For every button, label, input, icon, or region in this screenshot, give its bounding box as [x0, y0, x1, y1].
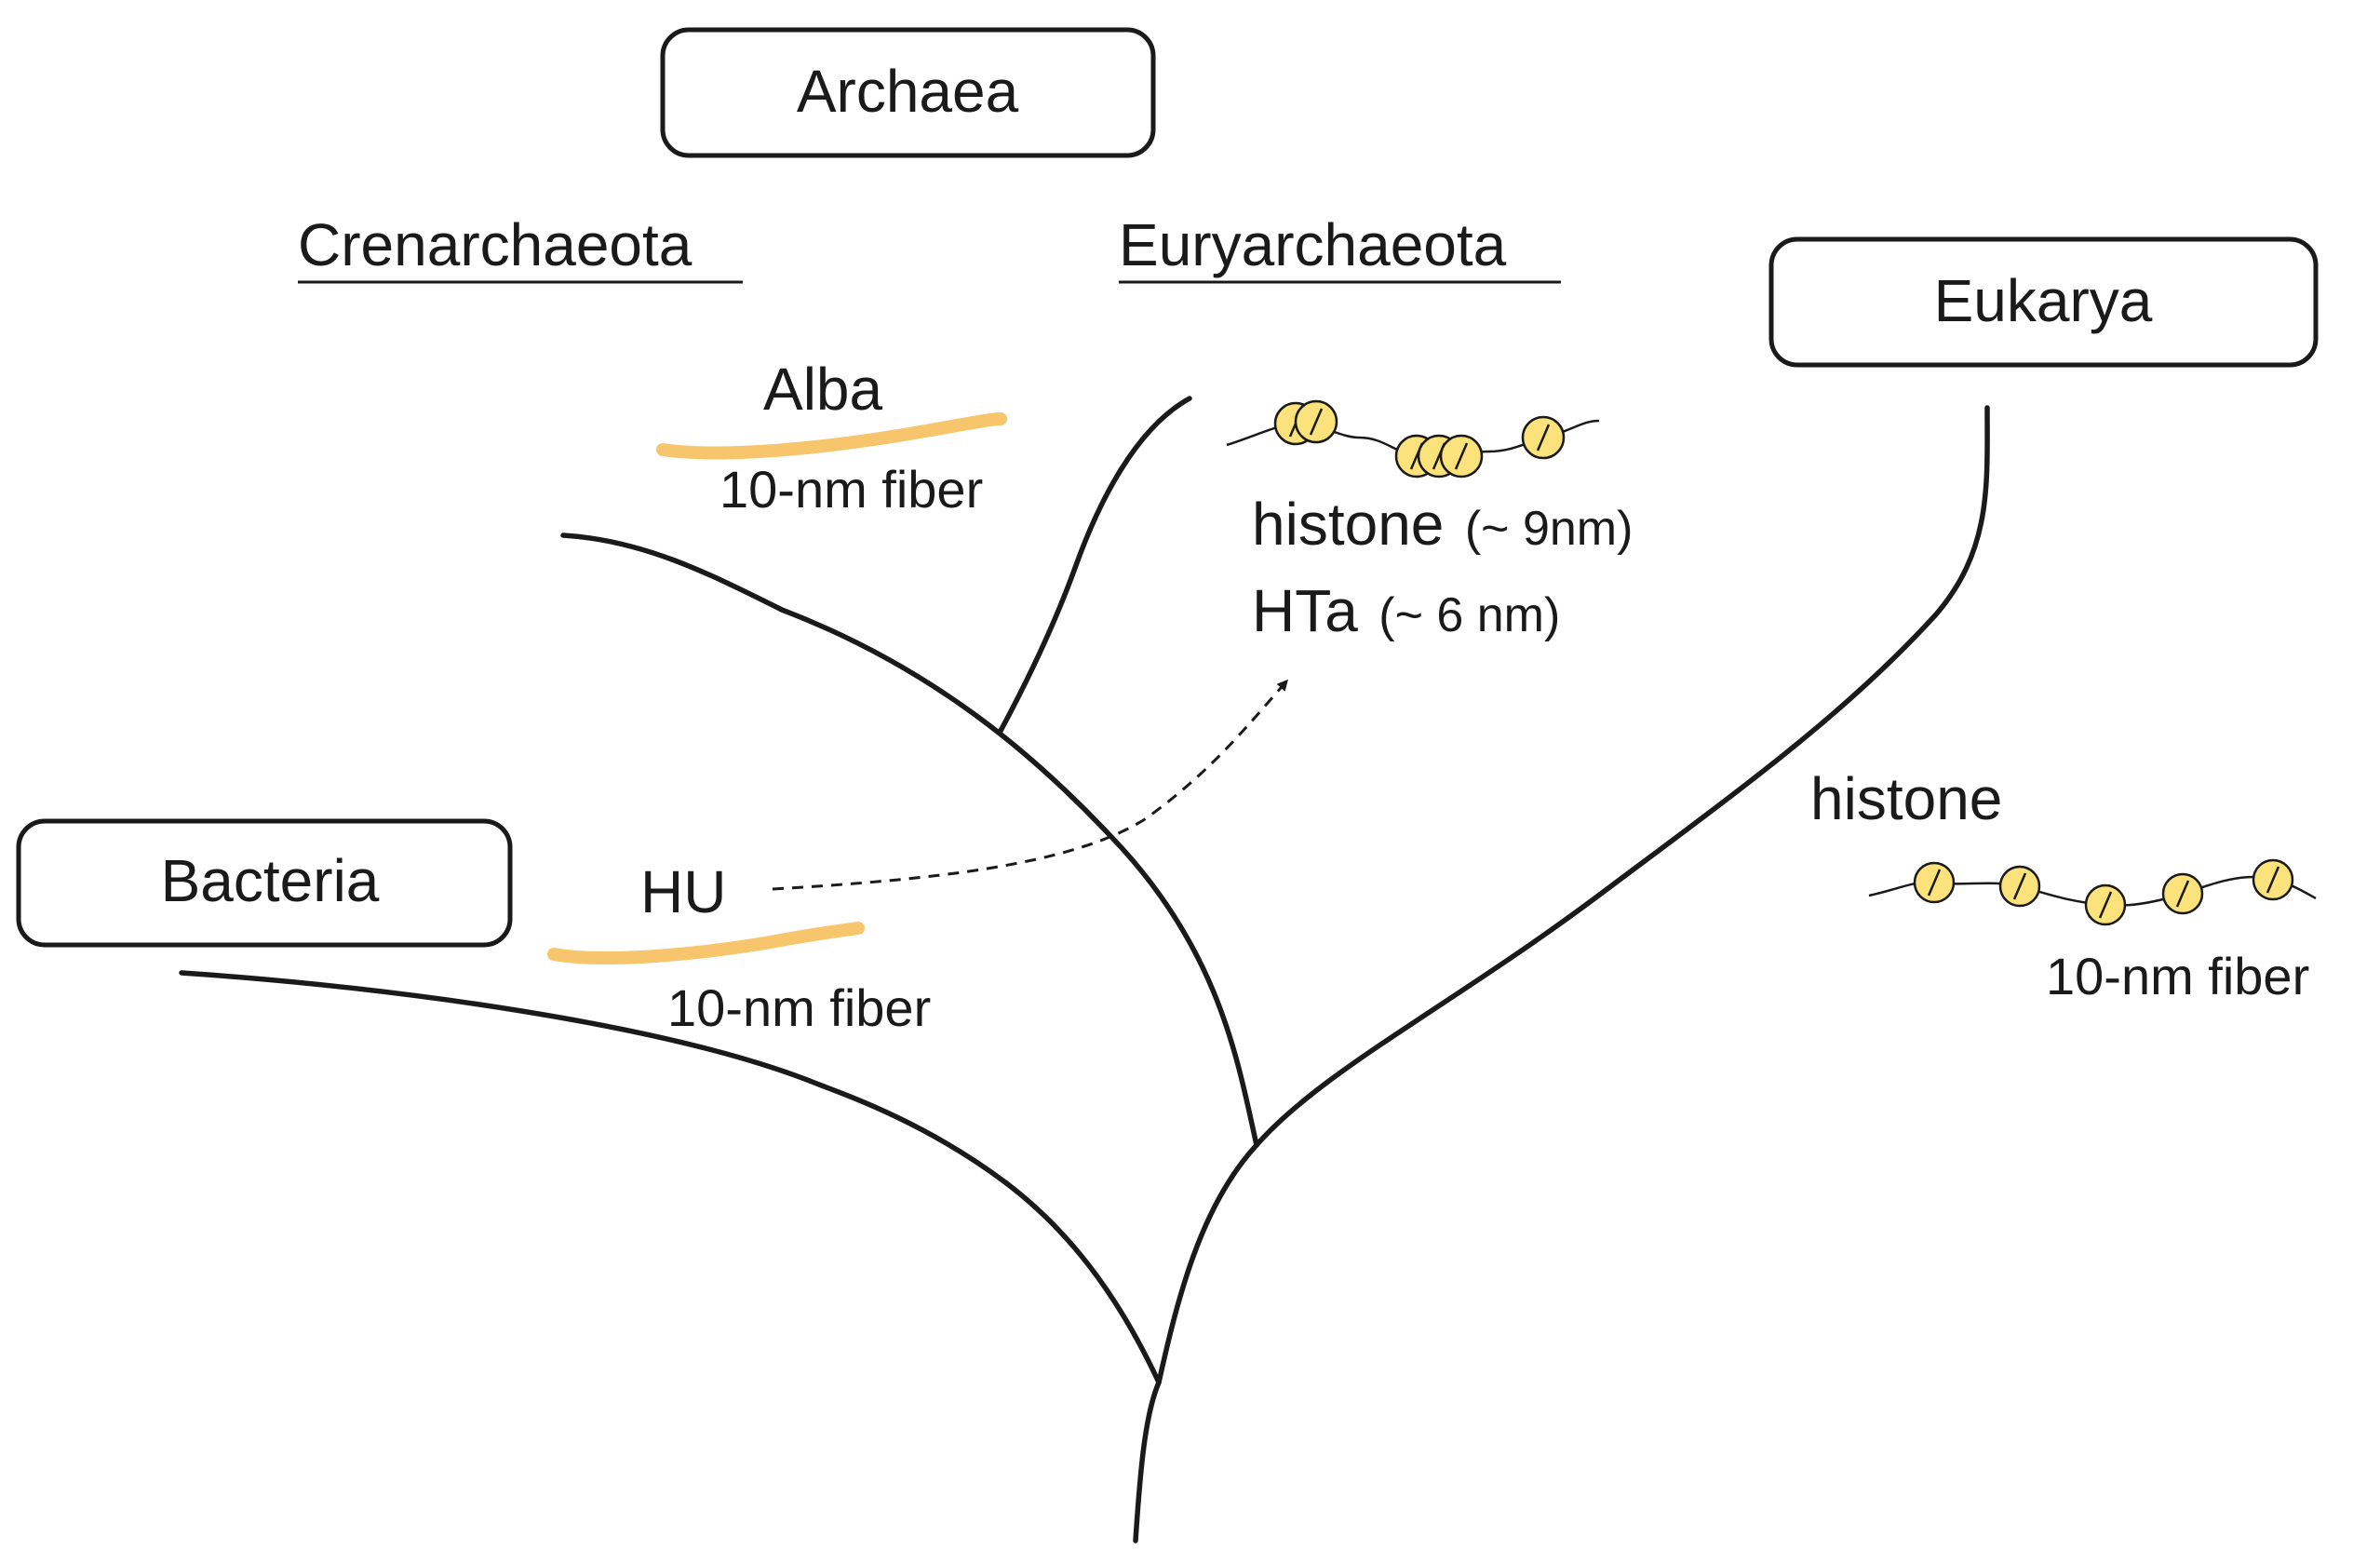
- eukaryal-nucleosome: [2252, 858, 2294, 901]
- archaeal-histone-size: (~ 9nm): [1465, 502, 1634, 556]
- bacteria-label: Bacteria: [161, 847, 380, 914]
- eukaryal-histone-chain: [1868, 858, 2317, 926]
- archaeal-histone-line: histone (~ 9nm): [1252, 491, 1633, 558]
- archaeal-histone-label: histone: [1252, 491, 1444, 558]
- eukaryal-nucleosome: [2161, 872, 2204, 915]
- bacteria-branch: [179, 970, 1162, 1385]
- eukaryal-nucleosome: [2084, 883, 2127, 926]
- eukarya-branch: [1254, 405, 1990, 1148]
- euryarchaeota-branch: [998, 396, 1192, 734]
- hta-size: (~ 6 nm): [1378, 588, 1560, 642]
- eukaryal-nucleosome: [1913, 861, 1956, 904]
- archaeal-nucleosome: [1294, 399, 1338, 444]
- bacteria-box: Bacteria: [16, 818, 513, 948]
- archaea-trunk: [560, 533, 1259, 1148]
- hta-line: HTa (~ 6 nm): [1252, 577, 1560, 644]
- alba-fiber-label: 10-nm fiber: [719, 460, 983, 519]
- phylogenetic-tree: [179, 396, 1990, 1544]
- hu-to-hta-arrow: [772, 679, 1288, 891]
- eukaryal-fiber-label: 10-nm fiber: [2046, 947, 2309, 1005]
- eukarya-box: Eukarya: [1768, 236, 2319, 368]
- euryarchaeota-label: Euryarchaeota: [1119, 211, 1507, 278]
- archaeal-nucleosome: [1521, 415, 1566, 460]
- hu-label: HU: [640, 858, 726, 925]
- hu-fiber: [547, 922, 865, 964]
- archaea-label: Archaea: [797, 58, 1019, 125]
- crenarchaeota-label: Crenarchaeota: [298, 211, 692, 278]
- hta-label: HTa: [1252, 577, 1358, 644]
- hu-fiber-label: 10-nm fiber: [667, 978, 931, 1037]
- root-branch: [1133, 1142, 1259, 1544]
- alba-label: Alba: [763, 356, 883, 423]
- eukarya-label: Eukarya: [1934, 267, 2153, 334]
- archaea-box: Archaea: [660, 27, 1156, 158]
- eukaryal-nucleosome: [1998, 865, 2041, 908]
- alba-fiber: [656, 412, 1007, 460]
- archaeal-histone-chain: [1226, 399, 1600, 479]
- eukaryal-histone-label: histone: [1810, 765, 2002, 832]
- archaeal-nucleosome: [1439, 434, 1484, 479]
